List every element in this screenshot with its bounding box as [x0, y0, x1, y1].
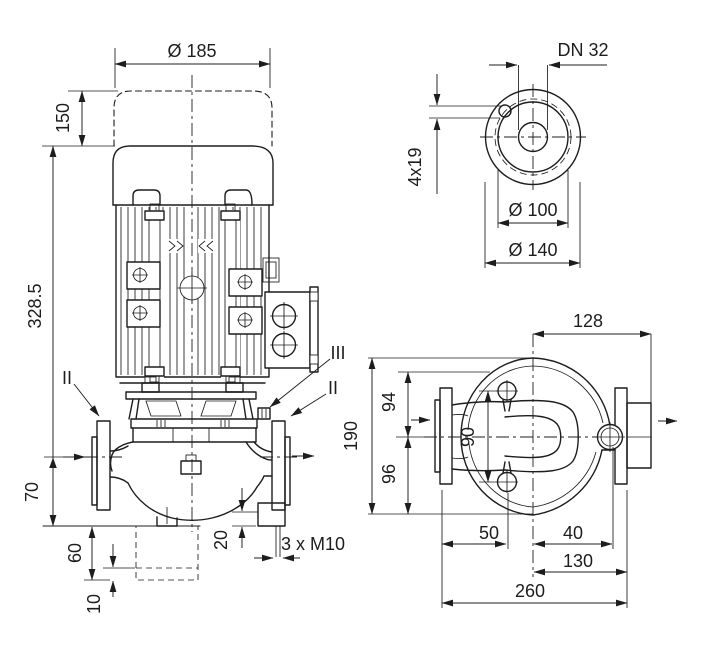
dim-foot-height: 20 [211, 530, 231, 550]
volute-casing [109, 441, 286, 557]
section-marker-left: II [62, 368, 72, 388]
front-view-dimensions: Ø 185 150 328.5 70 60 10 20 3 x M10 II [22, 41, 346, 614]
vent-screw [257, 407, 271, 420]
dim-fan-cover-height: 150 [53, 103, 73, 133]
dim-overall-depth: 190 [341, 421, 361, 451]
terminal-box [262, 257, 319, 373]
dim-port-to-port: 260 [515, 581, 545, 601]
dim-motor-diameter: Ø 185 [167, 41, 216, 61]
dim-axis-to-base: 70 [22, 482, 42, 502]
dim-flange-od: Ø 140 [508, 240, 557, 260]
section-marker-right: II [328, 378, 338, 398]
bracket-left [126, 261, 161, 328]
dim-axis-to-back: 96 [379, 464, 399, 484]
discharge-flange [271, 420, 286, 511]
flange-detail-view: DN 32 4x19 Ø 100 Ø 140 [405, 40, 609, 268]
tie-rod-left [144, 203, 165, 383]
dim-center-to-flange: 130 [563, 551, 593, 571]
plan-view [411, 334, 678, 577]
dim-foundation-depth: 60 [65, 543, 85, 563]
dim-plug-spacing: 90 [458, 427, 478, 447]
break-mark-right [198, 240, 214, 252]
break-mark-left [168, 240, 184, 252]
front-view [42, 75, 319, 581]
dim-flange-to-drain: 50 [479, 523, 499, 543]
nameplate [180, 460, 202, 475]
dim-bolt-holes: 4x19 [405, 147, 425, 186]
dim-center-to-drain: 40 [563, 523, 583, 543]
label-foot-threads: 3 x M10 [281, 534, 345, 554]
section-marker-mid: III [330, 343, 345, 363]
dim-center-to-box: 128 [573, 311, 603, 331]
lantern [128, 398, 254, 420]
dim-overall-height: 328.5 [25, 283, 45, 328]
dim-axis-to-front: 94 [379, 392, 399, 412]
dim-pitch-circle: Ø 100 [508, 200, 557, 220]
bracket-right [228, 268, 263, 335]
suction-flange [96, 420, 111, 511]
plan-view-dimensions: 128 190 94 96 90 50 40 130 260 [341, 311, 652, 608]
label-flange-nominal: DN 32 [557, 40, 608, 60]
dim-foundation-plate-thickness: 10 [84, 594, 104, 614]
bolt-hole [498, 104, 512, 118]
